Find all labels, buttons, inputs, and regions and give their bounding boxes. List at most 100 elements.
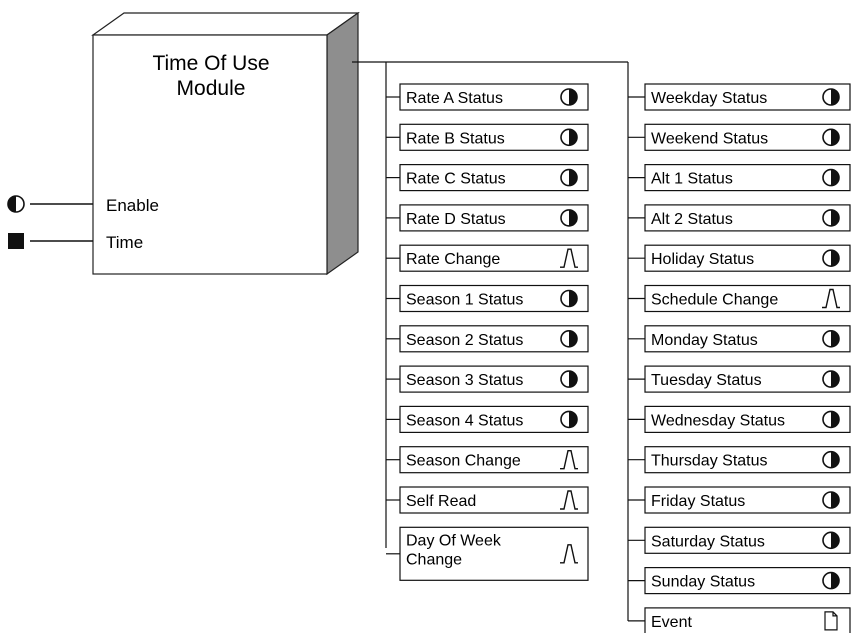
output-label: Schedule Change: [651, 292, 778, 309]
pulse-icon: [560, 490, 578, 510]
output-label: Weekday Status: [651, 90, 767, 107]
output-alt-2-status[interactable]: Alt 2 Status: [628, 204, 851, 232]
output-friday-status[interactable]: Friday Status: [628, 486, 851, 514]
output-saturday-status[interactable]: Saturday Status: [628, 526, 851, 554]
half-circle-icon: [560, 88, 578, 106]
output-box: [399, 486, 589, 514]
output-label: Season Change: [406, 453, 521, 470]
output-box: [399, 405, 589, 433]
module-block-front: [92, 34, 328, 275]
half-circle-icon: [822, 209, 840, 227]
pulse-icon: [560, 450, 578, 470]
half-circle-icon: [560, 329, 578, 348]
output-box: [399, 204, 589, 232]
output-box: [644, 244, 851, 272]
output-self-read[interactable]: Self Read: [386, 486, 589, 514]
output-label: Tuesday Status: [651, 372, 762, 389]
module-block-top: [91, 12, 360, 36]
output-box: [399, 123, 589, 151]
output-season-2-status[interactable]: Season 2 Status: [386, 325, 589, 353]
input-time[interactable]: [8, 233, 93, 249]
module-title-line2: Module: [177, 77, 246, 100]
output-box: [399, 244, 589, 272]
module-block: Time Of Use Module Enable Time: [91, 11, 360, 276]
output-event[interactable]: Event: [628, 607, 851, 633]
pulse-icon: [560, 248, 578, 268]
output-box: [399, 284, 589, 313]
half-circle-icon: [822, 531, 840, 550]
output-tuesday-status[interactable]: Tuesday Status: [628, 365, 851, 393]
output-label: Self Read: [406, 493, 476, 510]
output-schedule-change[interactable]: Schedule Change: [628, 284, 851, 313]
output-rate-a-status[interactable]: Rate A Status: [386, 83, 589, 111]
output-season-change[interactable]: Season Change: [386, 446, 589, 474]
output-season-4-status[interactable]: Season 4 Status: [386, 405, 589, 433]
input-enable[interactable]: [7, 195, 93, 213]
half-circle-icon: [822, 128, 840, 147]
output-label-line: Change: [406, 551, 462, 568]
output-box: [644, 566, 851, 595]
output-box: [644, 164, 851, 192]
half-circle-icon: [822, 571, 840, 590]
output-thursday-status[interactable]: Thursday Status: [628, 446, 851, 474]
output-box: [644, 446, 851, 474]
half-circle-icon: [822, 370, 840, 388]
output-rate-d-status[interactable]: Rate D Status: [386, 204, 589, 232]
output-box: [644, 83, 851, 111]
half-circle-icon: [822, 168, 840, 187]
output-box: [644, 526, 851, 554]
module-block-side: [326, 11, 359, 276]
output-season-3-status[interactable]: Season 3 Status: [386, 365, 589, 393]
half-circle-icon: [822, 410, 840, 429]
input-label-enable: Enable: [106, 196, 159, 215]
output-monday-status[interactable]: Monday Status: [628, 325, 851, 353]
output-label: Season 4 Status: [406, 412, 523, 429]
output-box: [399, 446, 589, 474]
half-circle-icon: [822, 329, 840, 348]
output-alt-1-status[interactable]: Alt 1 Status: [628, 164, 851, 192]
half-circle-icon: [822, 450, 840, 469]
output-season-1-status[interactable]: Season 1 Status: [386, 284, 589, 313]
output-box: [399, 365, 589, 393]
half-circle-icon: [822, 249, 840, 268]
output-label: Monday Status: [651, 332, 758, 349]
output-label: Rate D Status: [406, 211, 506, 228]
output-box: [399, 325, 589, 353]
output-label: Rate Change: [406, 251, 500, 268]
output-connectors: [352, 61, 629, 621]
output-label: Alt 1 Status: [651, 171, 733, 188]
output-label: Weekend Status: [651, 130, 768, 147]
input-label-time: Time: [106, 233, 143, 252]
document-icon: [824, 611, 838, 631]
output-rate-c-status[interactable]: Rate C Status: [386, 164, 589, 192]
output-box: [644, 123, 851, 151]
output-box: [644, 284, 851, 313]
output-label: Saturday Status: [651, 533, 765, 550]
output-box: [644, 405, 851, 433]
output-wednesday-status[interactable]: Wednesday Status: [628, 405, 851, 433]
output-rate-b-status[interactable]: Rate B Status: [386, 123, 589, 151]
output-label: Event: [651, 614, 692, 631]
half-circle-icon: [560, 209, 578, 227]
module-title-line1: Time Of Use: [152, 52, 269, 75]
output-label: Sunday Status: [651, 574, 755, 591]
half-circle-icon: [822, 491, 840, 509]
output-label: Wednesday Status: [651, 412, 785, 429]
output-weekday-status[interactable]: Weekday Status: [628, 83, 851, 111]
output-weekend-status[interactable]: Weekend Status: [628, 123, 851, 151]
half-circle-icon: [560, 410, 578, 429]
output-label: Alt 2 Status: [651, 211, 733, 228]
output-label: Rate B Status: [406, 130, 505, 147]
half-circle-icon: [822, 88, 840, 106]
output-label: Season 2 Status: [406, 332, 523, 349]
output-box: [644, 204, 851, 232]
output-sunday-status[interactable]: Sunday Status: [628, 566, 851, 595]
output-box: [644, 365, 851, 393]
output-holiday-status[interactable]: Holiday Status: [628, 244, 851, 272]
output-rate-change[interactable]: Rate Change: [386, 244, 589, 272]
output-label-line: Day Of Week: [406, 532, 502, 549]
